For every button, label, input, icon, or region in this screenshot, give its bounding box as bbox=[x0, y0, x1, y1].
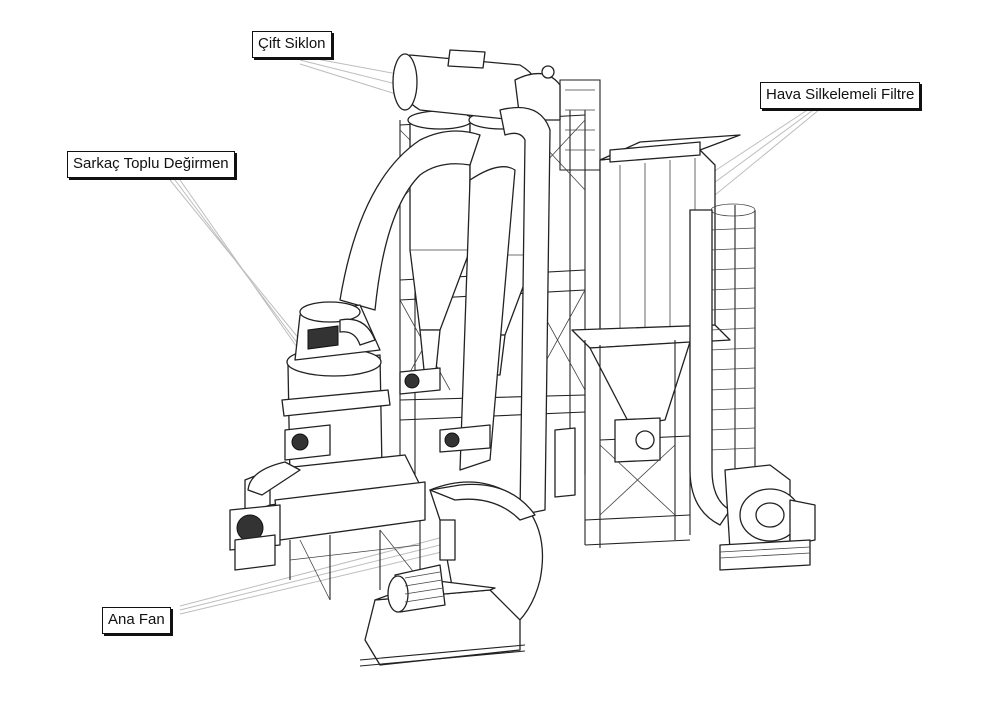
label-pendulum-roller-mill: Sarkaç Toplu Değirmen bbox=[67, 151, 235, 178]
riser-duct bbox=[339, 106, 551, 516]
main-fan bbox=[359, 481, 544, 667]
pointer-lines bbox=[169, 55, 826, 615]
feeder-units bbox=[399, 367, 576, 498]
exhaust-fan bbox=[689, 209, 816, 571]
label-twin-cyclone: Çift Siklon bbox=[252, 31, 332, 58]
pendulum-roller-mill bbox=[229, 301, 426, 601]
label-main-fan: Ana Fan bbox=[102, 607, 171, 634]
cyclone-top-duct bbox=[392, 49, 561, 121]
label-air-pulse-filter: Hava Silkelemeli Filtre bbox=[760, 82, 921, 109]
bag-filter bbox=[571, 134, 741, 548]
